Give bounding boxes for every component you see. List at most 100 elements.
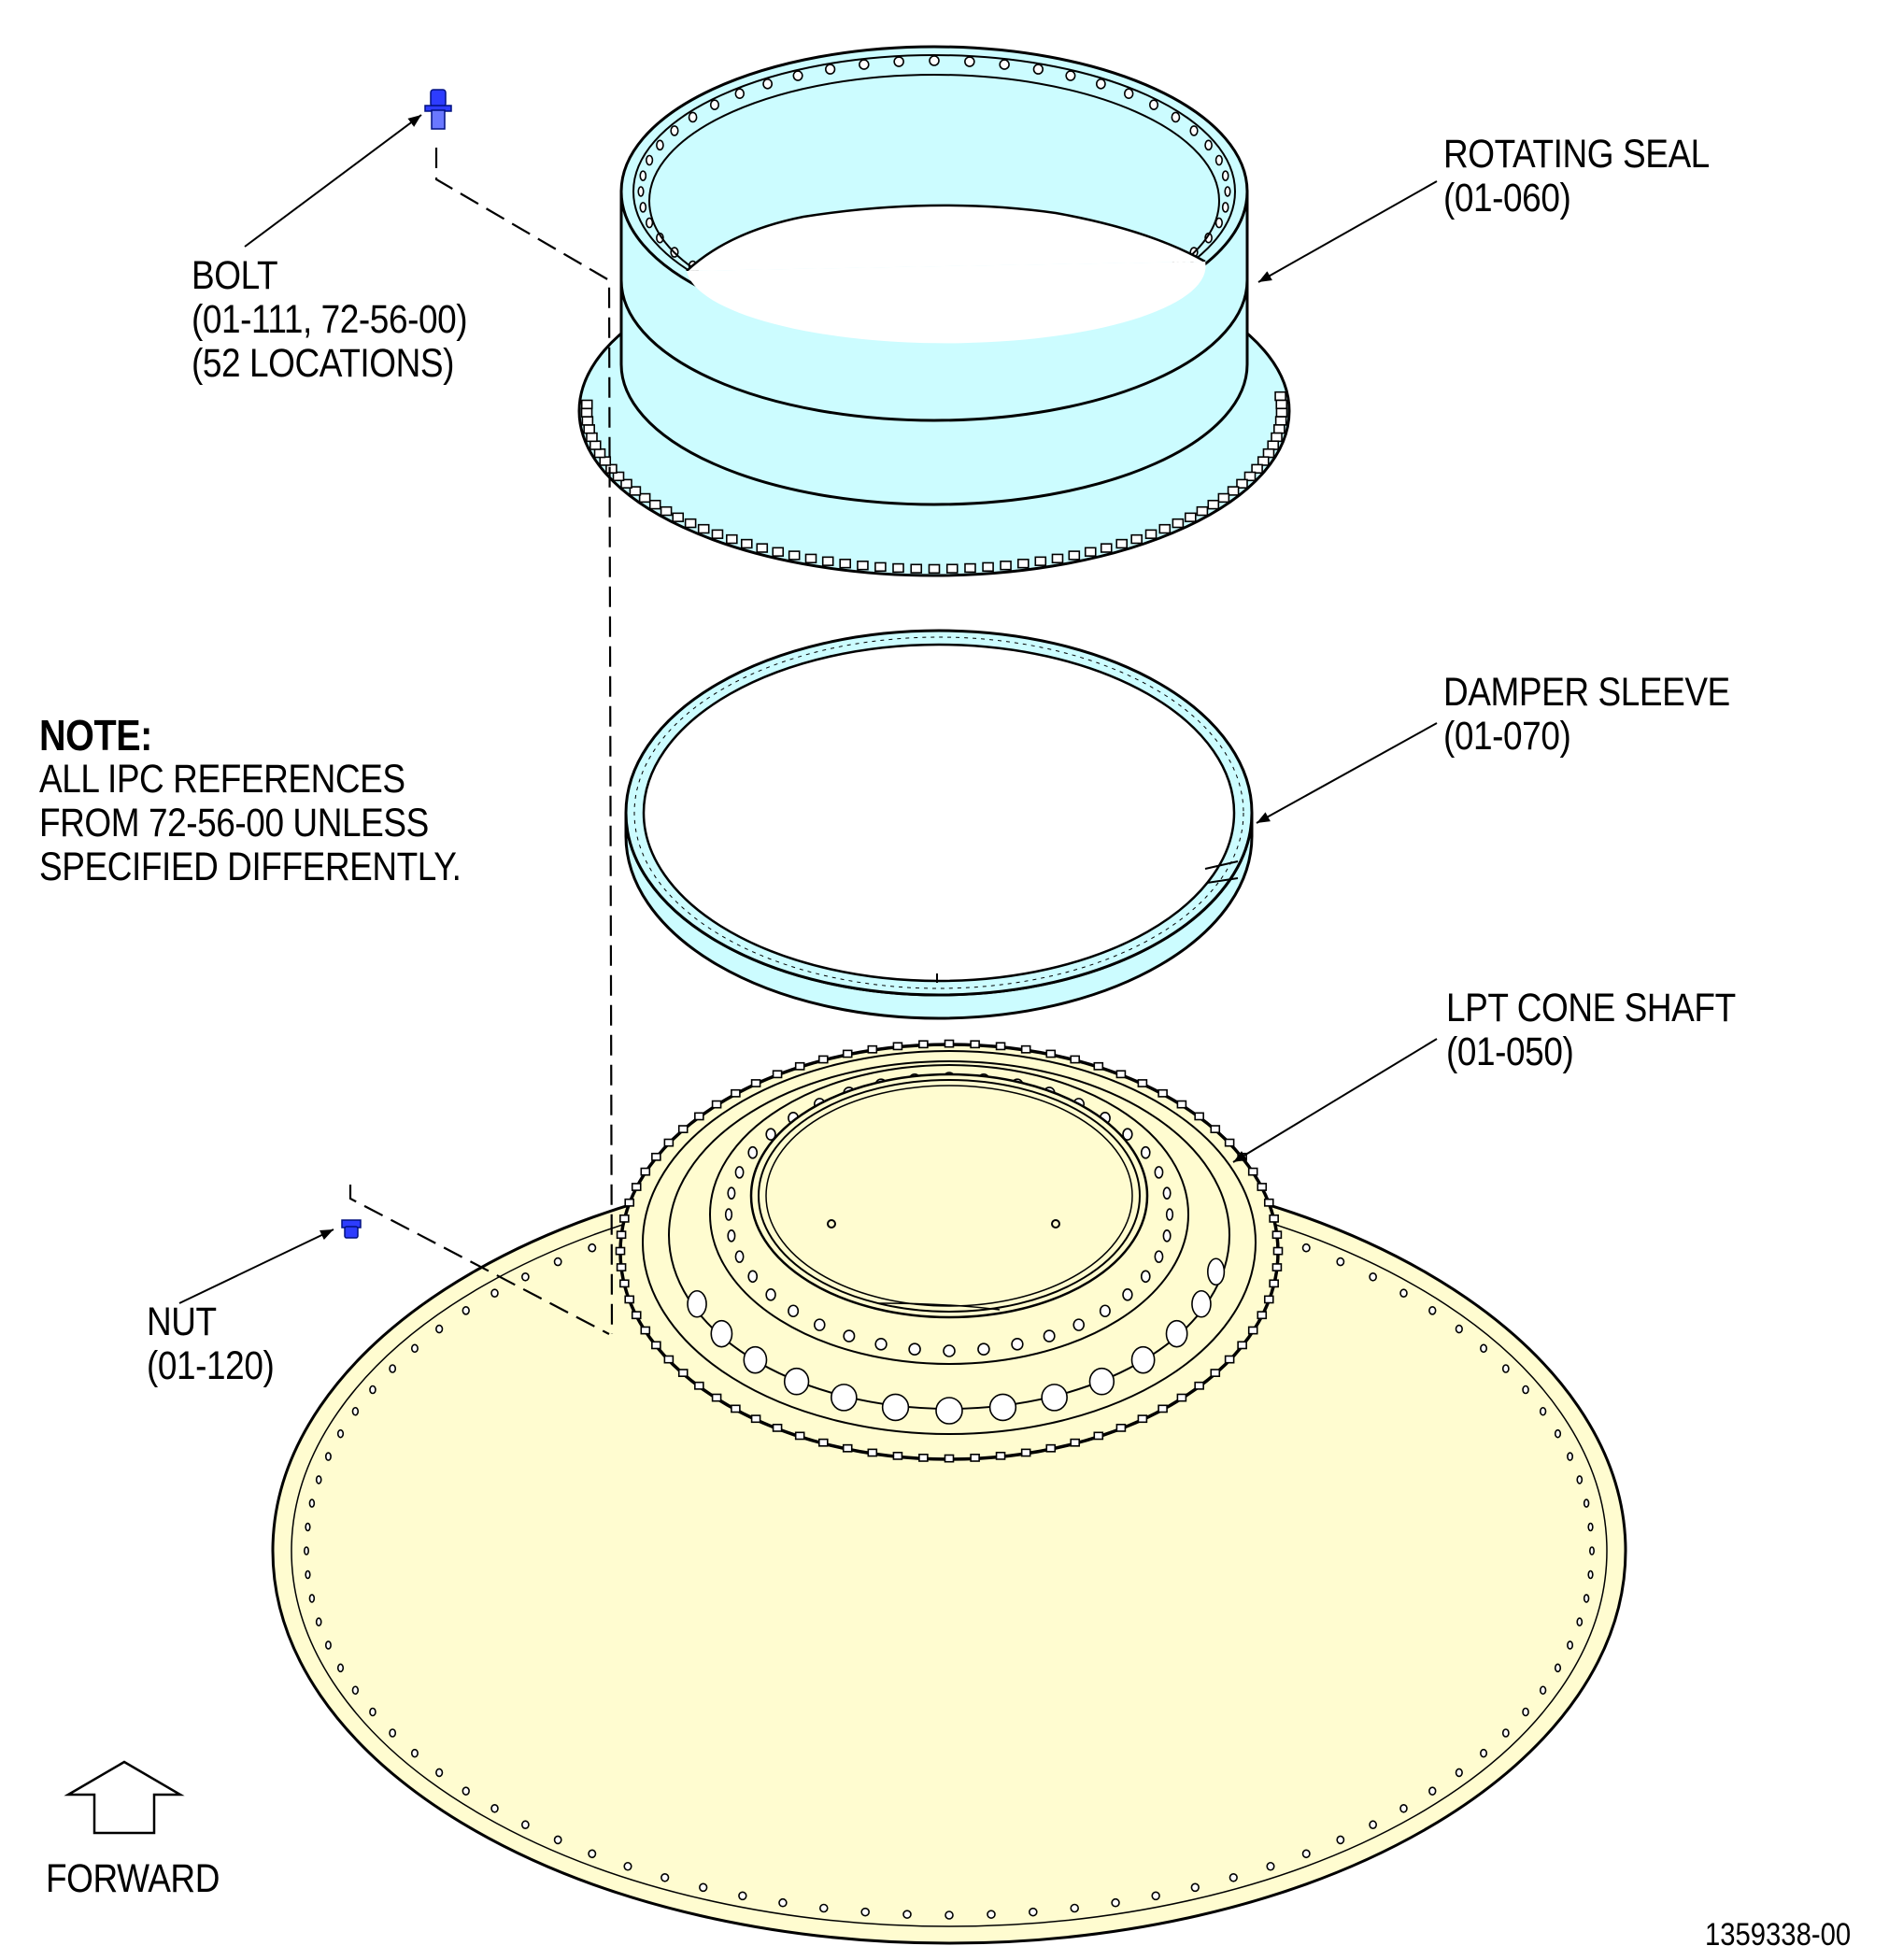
hole [1207,1257,1226,1286]
hole [1148,99,1159,110]
tooth [1196,505,1209,517]
bolt-ref: (01-111, 72-56-00) [192,297,468,342]
bolt-quantity: (52 LOCATIONS) [192,341,454,386]
hole [303,1546,309,1555]
tooth [982,561,994,573]
lpt-cone-shaft-name: LPT CONE SHAFT [1446,986,1736,1030]
nut-callout: NUT (01-120) [147,1300,275,1388]
hole [588,1849,597,1859]
tooth [918,1040,929,1049]
hole [1140,1145,1151,1159]
hole [765,1128,776,1141]
hole [1539,1406,1547,1416]
hole [860,1907,870,1917]
hole [727,1229,736,1243]
tooth [1271,1230,1283,1240]
tooth [1017,559,1030,569]
tooth [599,456,612,466]
hole [1072,1318,1086,1331]
hole [893,56,904,67]
hole [1480,1343,1488,1354]
hole [1214,217,1223,229]
tooth [1194,1381,1204,1390]
hole [831,1384,858,1412]
seal-rim-holes [637,55,1231,328]
tooth [638,492,651,504]
tooth [1070,1438,1081,1447]
hole [1122,1288,1133,1301]
tooth [892,1042,903,1051]
tooth [1068,550,1081,561]
tooth [794,1061,805,1071]
tooth [740,538,753,549]
tooth [756,543,769,553]
hole [724,1208,733,1221]
tooth [1274,416,1287,426]
tooth [1045,1443,1057,1453]
tooth [945,563,959,574]
hole [1369,1271,1377,1282]
note-line-3: SPECIFIED DIFFERENTLY. [39,845,462,889]
hole [1428,1786,1437,1796]
hole [825,64,836,75]
hole [646,154,654,166]
tooth [663,1355,675,1364]
hole [1065,70,1076,81]
rotating-seal-name: ROTATING SEAL [1443,132,1710,177]
tooth [581,416,594,426]
tooth [750,1414,761,1424]
tooth [1100,543,1113,553]
assembly-guide-lines [348,148,614,1335]
tooth [970,1454,980,1462]
hub-flange-teeth [615,1039,1284,1463]
tooth [794,1431,805,1441]
tooth [731,1404,741,1413]
tooth [772,1070,783,1079]
hole [410,1343,419,1354]
tooth [648,499,661,510]
damper-sleeve-callout: DAMPER SLEEVE (01-070) [1443,671,1730,759]
note-line-2: FROM 72-56-00 UNLESS [39,801,429,845]
seal-flange-teeth [580,391,1288,575]
lpt-cone-shaft-callout: LPT CONE SHAFT (01-050) [1446,987,1736,1074]
hole [1583,1594,1590,1603]
tooth [640,1167,651,1176]
rotating-seal-callout: ROTATING SEAL (01-060) [1443,133,1710,220]
hole [351,1406,360,1416]
hole [747,1145,759,1159]
tooth [1115,1070,1127,1079]
hole [859,59,870,70]
hole [987,1910,996,1919]
hole [935,1397,963,1425]
hole [1567,1640,1574,1650]
hole [1111,1897,1120,1908]
tooth [589,440,602,450]
tooth [1158,1404,1168,1413]
hole [1554,1663,1562,1673]
tooth [616,1230,627,1240]
tooth [1144,529,1158,539]
tooth [970,1040,980,1049]
tooth [586,432,598,443]
hole [462,1786,470,1796]
tooth [1227,486,1240,496]
bolt-part [424,89,452,130]
hole [710,1319,733,1348]
note-line-1: ALL IPC REFERENCES [39,757,405,802]
tooth [1093,1061,1104,1071]
hole [1336,1257,1345,1267]
hole [1301,1849,1311,1859]
tooth [619,1214,630,1223]
hole [324,1452,332,1461]
tooth [640,1326,651,1335]
hole [324,1640,332,1650]
tooth [964,562,976,574]
tooth [1184,512,1197,522]
tooth [892,1451,903,1460]
hole [1539,1685,1547,1696]
tooth [995,1451,1006,1460]
tooth [1000,561,1012,571]
tooth [750,1079,761,1087]
hole [646,217,654,229]
tooth [1207,499,1220,510]
